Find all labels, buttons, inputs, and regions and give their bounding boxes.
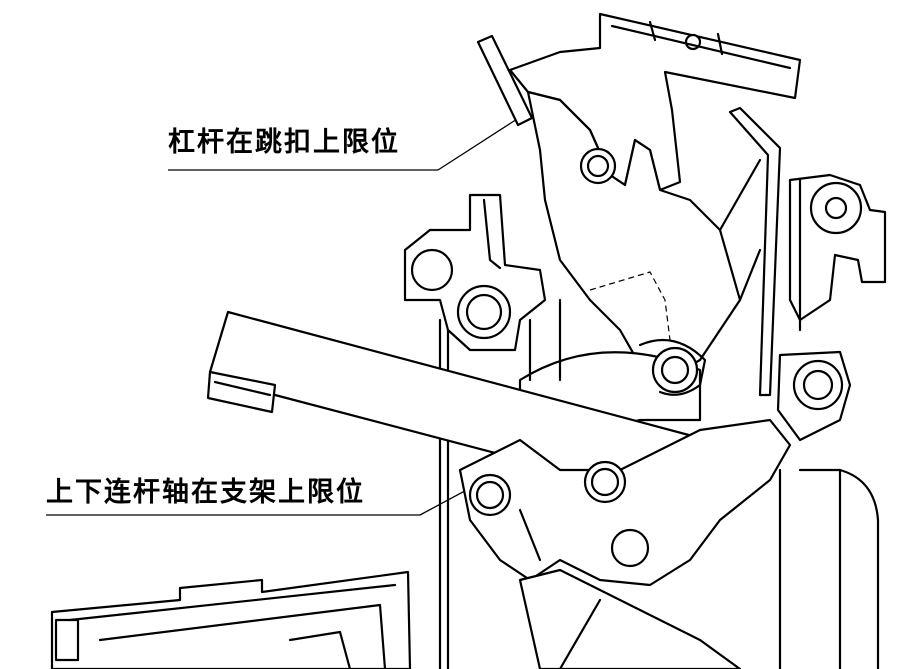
lower-plate: [458, 418, 792, 587]
hidden-contour: [589, 271, 671, 341]
label-link-shaft-upper-limit: 上下连杆轴在支架上限位: [46, 477, 365, 508]
right-rod: [718, 106, 782, 397]
right-bracket: [776, 173, 887, 442]
bottom-link: [518, 568, 742, 669]
main-lever-body: [526, 90, 742, 382]
label-lever-upper-limit: 杠杆在跳扣上限位: [168, 127, 400, 158]
leader-line-lever: [168, 111, 529, 171]
left-bracket-ear: [403, 193, 547, 352]
lower-left-component: [50, 570, 412, 669]
lever-arm-top: [476, 34, 534, 127]
link-shaft-pin: [638, 338, 707, 396]
